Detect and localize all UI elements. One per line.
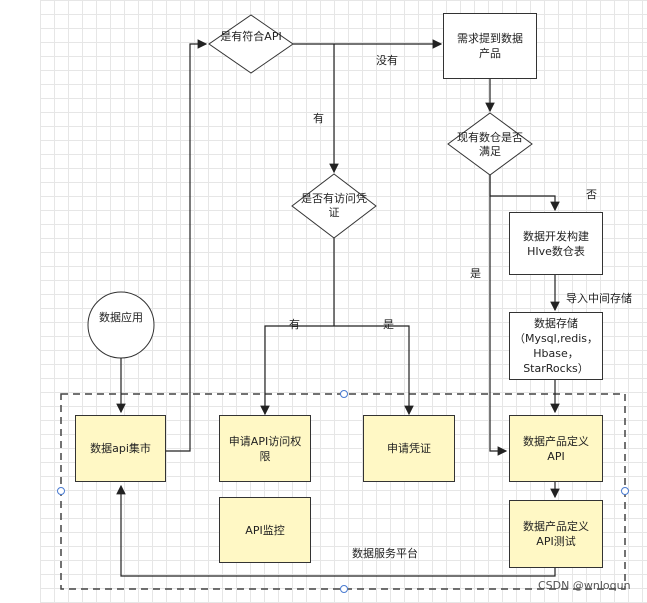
edge-label-has-api: 有 bbox=[313, 112, 324, 125]
api-monitor-box: API监控 bbox=[219, 497, 311, 563]
demand-label: 需求提到数据产品 bbox=[457, 32, 523, 60]
platform-label: 数据服务平台 bbox=[352, 547, 418, 560]
apply-access-label: 申请API访问权限 bbox=[228, 434, 302, 463]
selection-handle bbox=[57, 487, 65, 495]
api-check-label: 是有符合API bbox=[220, 30, 282, 43]
selection-handle bbox=[340, 390, 348, 398]
apply-credential-box: 申请凭证 bbox=[363, 415, 455, 482]
api-monitor-label: API监控 bbox=[245, 523, 285, 537]
api-market-label: 数据api集市 bbox=[90, 442, 151, 455]
build-hive-label: 数据开发构建HIve数仓表 bbox=[523, 229, 589, 258]
api-check-diamond bbox=[208, 14, 294, 74]
selection-handle bbox=[340, 585, 348, 593]
edge-label-yes-warehouse: 是 bbox=[470, 267, 481, 280]
edge-warehouse-no bbox=[489, 175, 560, 212]
data-app-label: 数据应用 bbox=[99, 311, 143, 324]
warehouse-check-label: 现有数仓是否满足 bbox=[457, 131, 523, 158]
edge-access-yes bbox=[334, 325, 414, 416]
watermark: CSDN @wnloqun bbox=[538, 579, 631, 592]
edge-label-import-mid: 导入中间存储 bbox=[566, 292, 632, 305]
access-check-label: 是否有访问凭证 bbox=[301, 192, 367, 219]
storage-box: 数据存储（Mysql,redis，Hbase，StarRocks） bbox=[509, 312, 603, 380]
define-api-box: 数据产品定义API bbox=[509, 415, 603, 482]
apply-access-box: 申请API访问权限 bbox=[219, 415, 311, 482]
api-market-box: 数据api集市 bbox=[75, 415, 166, 482]
edge-test-loop bbox=[116, 484, 556, 577]
edge-access-has bbox=[260, 325, 334, 416]
edge-label-has-access: 有 bbox=[289, 318, 300, 331]
define-api-label: 数据产品定义API bbox=[523, 434, 589, 463]
build-hive-box: 数据开发构建HIve数仓表 bbox=[509, 212, 603, 275]
demand-box: 需求提到数据产品 bbox=[443, 13, 537, 79]
edge-label-no-warehouse: 否 bbox=[586, 188, 597, 201]
edge-market-to-apicheck bbox=[166, 39, 208, 452]
edge-warehouse-yes bbox=[489, 175, 508, 456]
storage-label: 数据存储（Mysql,redis，Hbase，StarRocks） bbox=[513, 317, 599, 375]
test-api-label: 数据产品定义API测试 bbox=[523, 520, 589, 548]
edge-label-no-api: 没有 bbox=[376, 54, 398, 67]
edge-label-yes-access: 是 bbox=[383, 318, 394, 331]
data-app-circle bbox=[87, 291, 155, 359]
apply-credential-label: 申请凭证 bbox=[387, 442, 431, 455]
selection-handle bbox=[621, 487, 629, 495]
test-api-box: 数据产品定义API测试 bbox=[509, 500, 603, 568]
